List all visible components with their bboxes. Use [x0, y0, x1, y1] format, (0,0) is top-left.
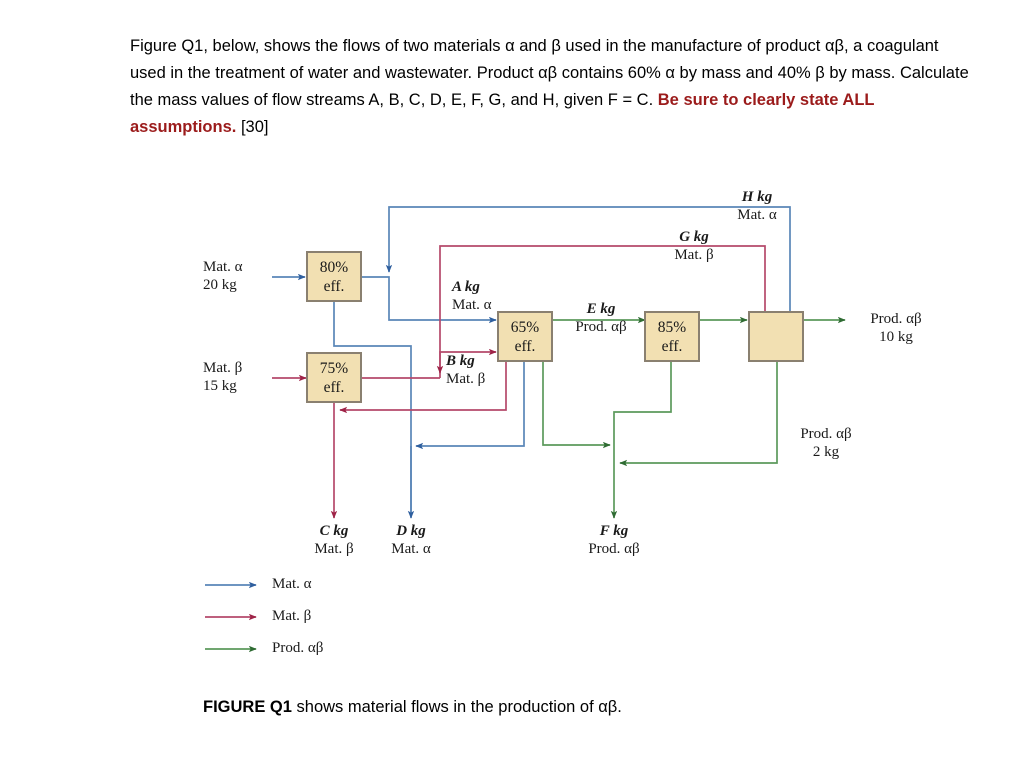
flow-80-bottom-to-d [333, 301, 412, 512]
unit-box-85[interactable] [644, 311, 700, 362]
stream-e-label: E kg Prod. αβ [575, 301, 627, 335]
flow-stream-a [361, 276, 497, 324]
stream-c-label: C kg Mat. β [314, 523, 354, 557]
flow-stream-g [436, 245, 766, 374]
feed-alpha-label: Mat. α 20 kg [203, 259, 243, 293]
question-line-3: by mass and 40% β by mass. Calculate the… [130, 64, 969, 109]
figure-caption-bold: FIGURE Q1 [203, 698, 292, 716]
question-line-2: αβ, a coagulant used in the treatment of… [130, 37, 939, 82]
stream-h-label: H kg Mat. α [737, 189, 777, 223]
stream-d-label: D kg Mat. α [391, 523, 431, 557]
figure-q1: 80% eff. 75% eff. 65% eff. 85% eff. Mat.… [0, 160, 1024, 680]
unit-boxes [306, 251, 804, 403]
unit-box-80[interactable] [306, 251, 362, 302]
legend-label-mat-beta: Mat. β [272, 608, 312, 624]
question-line-4-prefix: and H, given F = C. [510, 91, 658, 109]
unit-box-75[interactable] [306, 352, 362, 403]
question-marks: [30] [240, 118, 269, 136]
flow-65-bottom-blue [415, 361, 525, 450]
flow-65-recycle-to-75 [339, 361, 507, 414]
legend-label-prod: Prod. αβ [272, 640, 324, 656]
unit-box-65[interactable] [497, 311, 553, 362]
stream-a-label: A kg Mat. α [452, 279, 492, 313]
unit-box-mixer[interactable] [748, 311, 804, 362]
flow-stream-h [385, 206, 791, 312]
flow-product-recycle [619, 346, 778, 467]
stream-g-label: G kg Mat. β [674, 229, 714, 263]
question-text: Figure Q1, below, shows the flows of two… [130, 33, 975, 141]
flow-85-bottom-green [613, 346, 672, 445]
stream-b-label: B kg Mat. β [446, 353, 486, 387]
flow-diagram-svg [205, 206, 846, 653]
flow-65-bottom-green [542, 361, 611, 449]
output-product-main-label: Prod. αβ 10 kg [870, 311, 922, 345]
stream-f-label: F kg Prod. αβ [588, 523, 640, 557]
figure-caption: FIGURE Q1 shows material flows in the pr… [203, 698, 622, 717]
legend-label-mat-alpha: Mat. α [272, 576, 312, 592]
question-emphasis: Be sure to clearly state ALL assumptions… [130, 91, 875, 136]
output-product-recycle-label: Prod. αβ 2 kg [800, 426, 852, 460]
feed-beta-label: Mat. β 15 kg [203, 360, 243, 394]
figure-caption-rest: shows material flows in the production o… [291, 698, 622, 716]
question-line-1: Figure Q1, below, shows the flows of two… [130, 37, 821, 55]
